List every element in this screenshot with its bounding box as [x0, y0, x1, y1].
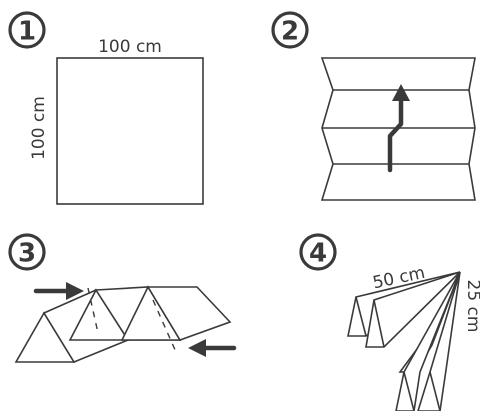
step-3-badge: 3 — [8, 233, 46, 271]
step-1-number: 1 — [18, 17, 36, 47]
square-sheet — [56, 57, 204, 205]
push-arrow-right — [33, 282, 84, 300]
fold-arrow-up — [387, 84, 410, 173]
step-3: 3 — [8, 233, 237, 363]
step-2: 2 — [271, 11, 476, 201]
step-4-height-label: 25 cm — [463, 280, 480, 333]
fold-line-left — [87, 287, 99, 334]
fold-line-right — [152, 299, 177, 353]
step-4: 4 50 cm 25 cm — [299, 233, 480, 411]
step-2-number: 2 — [281, 17, 299, 47]
step-1-badge: 1 — [8, 11, 46, 49]
step-3-number: 3 — [18, 239, 36, 269]
step-1-width-label: 100 cm — [98, 37, 162, 57]
step-2-badge: 2 — [271, 11, 309, 49]
step-4-number: 4 — [309, 239, 327, 269]
step-1-height-label: 100 cm — [29, 96, 49, 160]
step-4-badge: 4 — [299, 233, 337, 271]
step-1: 1 100 cm 100 cm — [8, 11, 204, 205]
folded-bundle — [347, 271, 461, 411]
push-arrow-left — [188, 339, 237, 357]
